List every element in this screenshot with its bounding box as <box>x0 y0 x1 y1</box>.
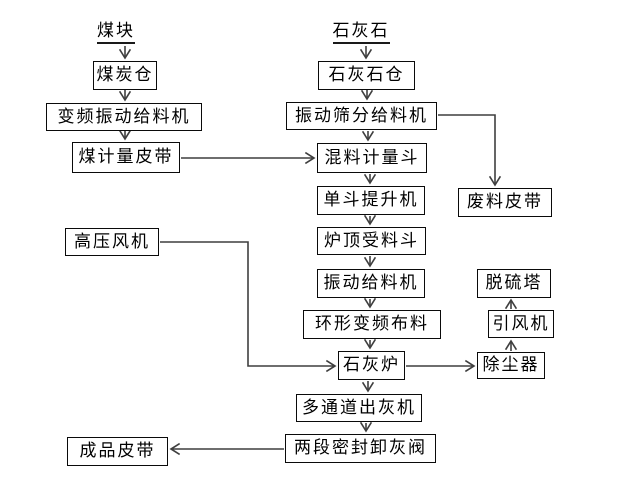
edge-high-pressure-fan-to-lime-kiln-arrow <box>160 241 337 373</box>
node-vf-vibrating-feeder-label: 变频振动给料机 <box>57 106 191 127</box>
node-induced-draft-fan-label: 引风机 <box>492 313 550 334</box>
node-limestone-bunker-label: 石灰石仓 <box>328 65 405 85</box>
node-coal-lump: 煤块 <box>93 20 139 46</box>
node-vibrating-screening-feeder: 振动筛分给料机 <box>286 102 437 130</box>
node-two-stage-sealed-ash-valve: 两段密封卸灰阀 <box>285 434 436 463</box>
node-coal-bunker: 煤炭仓 <box>93 61 157 90</box>
node-multi-channel-ash-discharger: 多通道出灰机 <box>296 394 422 422</box>
node-desulfurization-tower-label: 脱硫塔 <box>485 273 543 293</box>
node-limestone-bunker: 石灰石仓 <box>318 61 415 90</box>
node-kiln-top-receiving-hopper-label: 炉顶受料斗 <box>324 230 419 251</box>
node-vf-vibrating-feeder: 变频振动给料机 <box>46 103 202 131</box>
edge-vibrating-screening-feeder-to-waste-belt-arrow <box>438 114 502 187</box>
node-coal-bunker-label: 煤炭仓 <box>96 65 154 85</box>
node-lime-kiln: 石灰炉 <box>338 351 405 380</box>
node-high-pressure-fan-label: 高压风机 <box>74 231 150 252</box>
node-annular-vf-distributor-label: 环形变频布料 <box>315 314 429 334</box>
node-mix-weighing-hopper-label: 混料计量斗 <box>324 147 420 168</box>
node-coal-lump-label: 煤块 <box>97 22 135 44</box>
node-annular-vf-distributor: 环形变频布料 <box>303 310 441 339</box>
node-limestone: 石灰石 <box>331 20 391 46</box>
node-high-pressure-fan: 高压风机 <box>65 228 159 256</box>
node-waste-belt: 废料皮带 <box>458 188 552 217</box>
node-coal-weighing-belt-label: 煤计量皮带 <box>78 147 174 167</box>
node-product-belt-label: 成品皮带 <box>79 441 156 461</box>
node-kiln-top-receiving-hopper: 炉顶受料斗 <box>317 227 426 255</box>
node-dust-collector-label: 除尘器 <box>482 355 540 375</box>
node-two-stage-sealed-ash-valve-label: 两段密封卸灰阀 <box>294 438 427 458</box>
node-desulfurization-tower: 脱硫塔 <box>477 269 551 298</box>
node-mix-weighing-hopper: 混料计量斗 <box>317 143 427 173</box>
node-vibrating-feeder: 振动给料机 <box>317 269 425 298</box>
node-dust-collector: 除尘器 <box>477 352 545 379</box>
node-coal-weighing-belt: 煤计量皮带 <box>72 142 180 173</box>
node-single-bucket-elevator-label: 单斗提升机 <box>323 190 419 210</box>
node-waste-belt-label: 废料皮带 <box>467 192 543 212</box>
node-multi-channel-ash-discharger-label: 多通道出灰机 <box>302 397 416 418</box>
node-single-bucket-elevator: 单斗提升机 <box>317 186 425 215</box>
node-vibrating-feeder-label: 振动给料机 <box>323 273 419 293</box>
node-vibrating-screening-feeder-label: 振动筛分给料机 <box>295 105 428 126</box>
node-product-belt: 成品皮带 <box>67 437 168 466</box>
node-induced-draft-fan: 引风机 <box>488 310 554 338</box>
node-limestone-label: 石灰石 <box>332 22 390 44</box>
node-lime-kiln-label: 石灰炉 <box>343 355 400 375</box>
